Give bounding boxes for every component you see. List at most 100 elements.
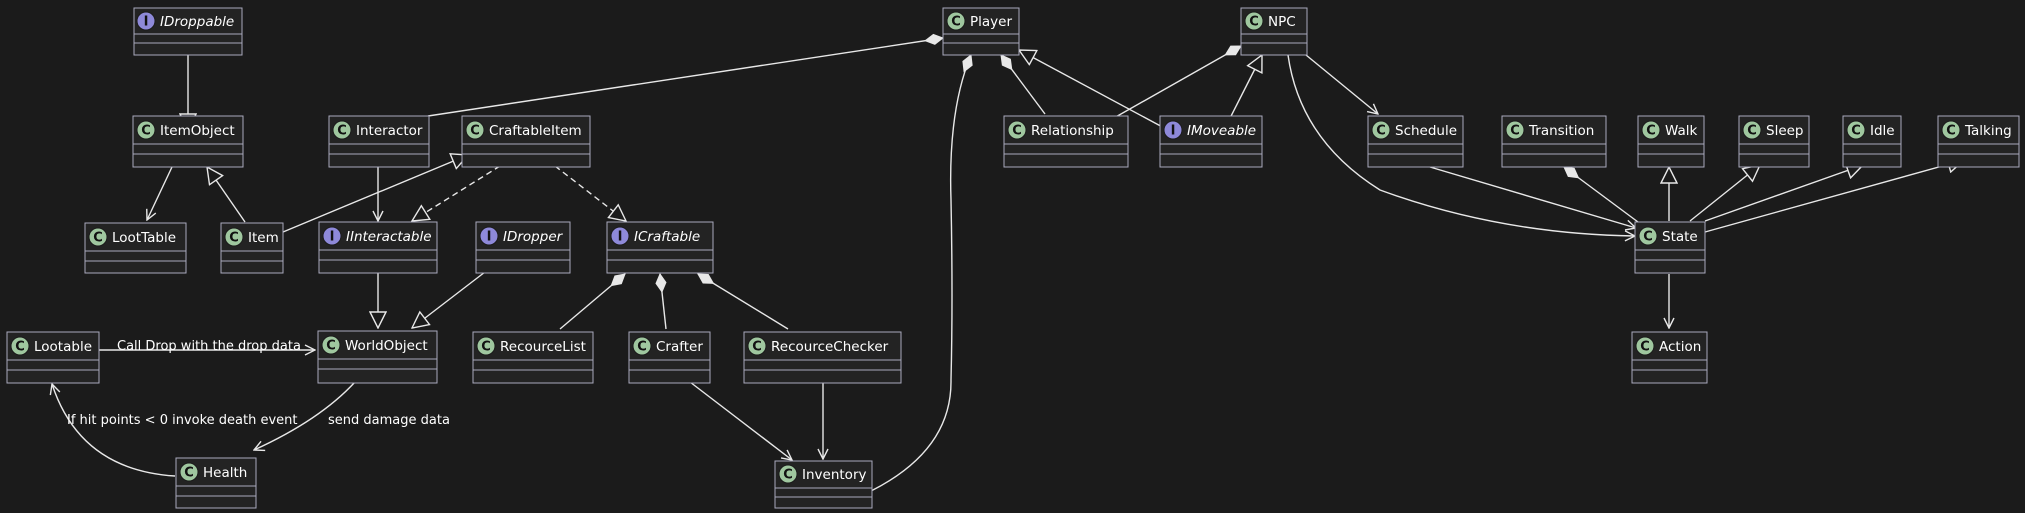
class-idroppable[interactable]: I IDroppable xyxy=(133,7,243,56)
svg-text:C: C xyxy=(752,340,762,355)
class-name: IInteractable xyxy=(346,229,432,245)
edge-icraftable-crafter xyxy=(660,274,667,330)
class-name: Transition xyxy=(1528,123,1594,139)
svg-text:C: C xyxy=(1851,124,1861,139)
edge-npc-state xyxy=(1287,54,1635,236)
svg-text:C: C xyxy=(184,466,194,481)
class-name: Action xyxy=(1659,339,1701,355)
edge-player-relationship xyxy=(1001,55,1046,115)
edge-npc-schedule xyxy=(1305,54,1378,114)
svg-text:C: C xyxy=(1510,124,1520,139)
svg-text:C: C xyxy=(1640,340,1650,355)
class-name: LootTable xyxy=(112,230,176,246)
class-craftableitem[interactable]: C CraftableItem xyxy=(461,115,591,168)
class-talking[interactable]: C Talking xyxy=(1937,115,2020,168)
interface-icraftable[interactable]: I ICraftable xyxy=(606,221,714,274)
class-sleep[interactable]: C Sleep xyxy=(1738,115,1810,168)
edge-imoveable-player xyxy=(1019,50,1169,131)
class-name: IDroppable xyxy=(160,14,234,30)
class-item[interactable]: C Item xyxy=(220,222,284,274)
edge-player-inventory xyxy=(870,55,971,492)
class-name: IDropper xyxy=(503,229,564,245)
class-name: Player xyxy=(970,14,1012,30)
svg-text:C: C xyxy=(229,231,239,246)
svg-text:C: C xyxy=(141,124,151,139)
class-recourcechecker[interactable]: C RecourceChecker xyxy=(743,331,902,384)
class-name: Crafter xyxy=(656,339,703,355)
class-npc[interactable]: C NPC xyxy=(1240,7,1308,56)
svg-text:C: C xyxy=(1249,15,1259,30)
edge-state-talking xyxy=(1704,160,1964,233)
edge-label-death-event: If hit points < 0 invoke death event xyxy=(67,413,298,428)
class-recourcelist[interactable]: C RecourceList xyxy=(472,331,594,384)
class-transition[interactable]: C Transition xyxy=(1501,115,1607,168)
edges xyxy=(52,38,1964,492)
class-name: Lootable xyxy=(34,339,92,355)
class-lootable[interactable]: C Lootable xyxy=(6,331,100,384)
class-name: State xyxy=(1662,229,1698,245)
class-action[interactable]: C Action xyxy=(1631,331,1708,384)
class-name: Inventory xyxy=(802,467,866,483)
edge-state-sleep xyxy=(1689,165,1760,222)
class-name: Health xyxy=(203,465,247,481)
edge-label-call-drop: Call Drop with the drop data xyxy=(117,339,301,354)
class-name: Idle xyxy=(1870,123,1895,139)
edge-npc-relationship xyxy=(1097,45,1241,128)
edge-state-idle xyxy=(1704,165,1863,222)
class-name: CraftableItem xyxy=(489,123,582,139)
class-state[interactable]: C State xyxy=(1634,221,1706,274)
svg-text:C: C xyxy=(15,340,25,355)
svg-text:C: C xyxy=(1747,124,1757,139)
class-name: WorldObject xyxy=(345,338,428,354)
class-idle[interactable]: C Idle xyxy=(1842,115,1902,168)
svg-text:I: I xyxy=(618,230,623,245)
class-worldobject[interactable]: C WorldObject xyxy=(317,330,438,384)
svg-text:I: I xyxy=(1171,124,1176,139)
class-name: RecourceChecker xyxy=(771,339,889,355)
edge-icraftable-recourcechecker xyxy=(698,273,789,330)
edge-label-send-damage: send damage data xyxy=(328,413,450,428)
edge-player-interactor xyxy=(427,38,943,117)
class-walk[interactable]: C Walk xyxy=(1637,115,1705,168)
class-name: Interactor xyxy=(356,123,423,139)
edge-item-craftableitem xyxy=(282,155,468,233)
svg-text:I: I xyxy=(487,230,492,245)
interface-imoveable[interactable]: I IMoveable xyxy=(1159,115,1263,168)
svg-text:C: C xyxy=(1376,124,1386,139)
class-loottable[interactable]: C LootTable xyxy=(84,222,187,274)
class-name: Talking xyxy=(1964,123,2012,139)
class-schedule[interactable]: C Schedule xyxy=(1367,115,1464,168)
class-crafter[interactable]: C Crafter xyxy=(628,331,711,384)
svg-text:C: C xyxy=(1012,124,1022,139)
svg-text:C: C xyxy=(481,340,491,355)
class-interactor[interactable]: C Interactor xyxy=(328,115,430,168)
class-name: Relationship xyxy=(1031,123,1114,139)
edge-icraftable-recourcelist xyxy=(559,274,625,330)
class-name: ICraftable xyxy=(634,229,700,245)
class-inventory[interactable]: C Inventory xyxy=(774,460,873,509)
edge-worldobject-health xyxy=(254,381,356,450)
svg-text:C: C xyxy=(337,124,347,139)
svg-text:C: C xyxy=(470,124,480,139)
class-itemobject[interactable]: C ItemObject xyxy=(132,115,244,168)
svg-text:C: C xyxy=(951,15,961,30)
class-player[interactable]: C Player xyxy=(942,7,1020,56)
svg-text:C: C xyxy=(783,468,793,483)
interface-idropper[interactable]: I IDropper xyxy=(475,221,571,274)
class-name: Schedule xyxy=(1395,123,1457,139)
edge-crafter-inventory xyxy=(689,381,792,460)
svg-text:C: C xyxy=(1946,124,1956,139)
svg-text:I: I xyxy=(144,15,149,30)
svg-text:C: C xyxy=(637,340,647,355)
class-name: IMoveable xyxy=(1187,123,1256,139)
edge-schedule-state xyxy=(1429,166,1636,228)
class-name: Item xyxy=(248,230,279,246)
edge-craftableitem-icraftable xyxy=(554,165,626,221)
class-relationship[interactable]: C Relationship xyxy=(1003,115,1129,168)
class-health[interactable]: C Health xyxy=(175,457,257,509)
svg-text:C: C xyxy=(326,339,336,354)
class-name: Sleep xyxy=(1766,123,1804,139)
interface-iinteractable[interactable]: I IInteractable xyxy=(318,221,438,274)
svg-text:I: I xyxy=(330,230,335,245)
edge-item-itemobject xyxy=(207,167,246,223)
